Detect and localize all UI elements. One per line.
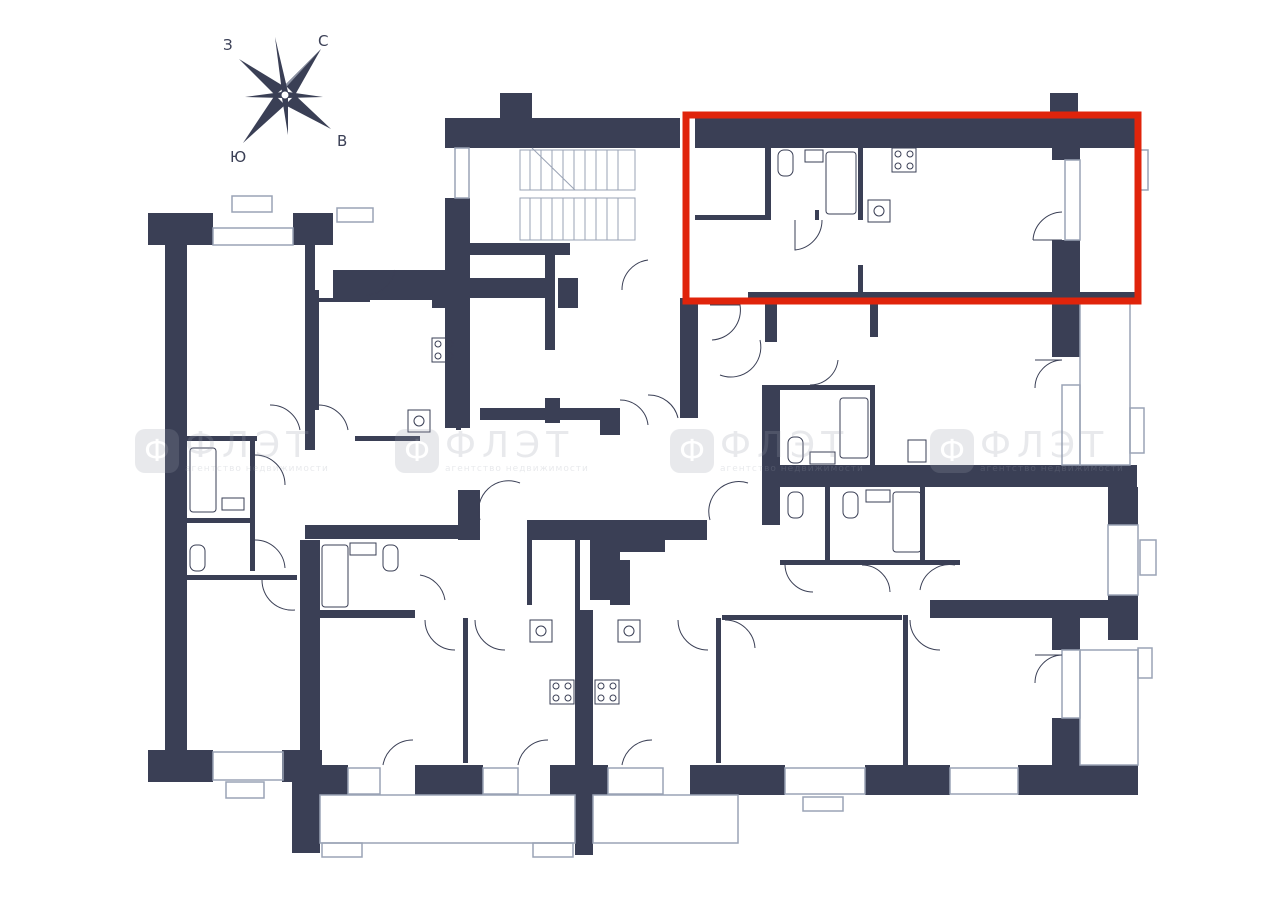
compass-west-label: З xyxy=(223,36,233,54)
compass-rose-icon xyxy=(239,37,331,143)
staircase xyxy=(519,147,636,241)
windows xyxy=(212,147,1157,858)
doors xyxy=(254,211,1063,766)
fixtures xyxy=(189,147,927,705)
selected-apartment-highlight xyxy=(682,111,1142,305)
walls xyxy=(148,93,1138,855)
compass-south-label: Ю xyxy=(230,148,247,166)
compass-north-label: С xyxy=(318,32,329,50)
compass-east-label: В xyxy=(337,132,348,150)
partitions xyxy=(187,148,960,765)
